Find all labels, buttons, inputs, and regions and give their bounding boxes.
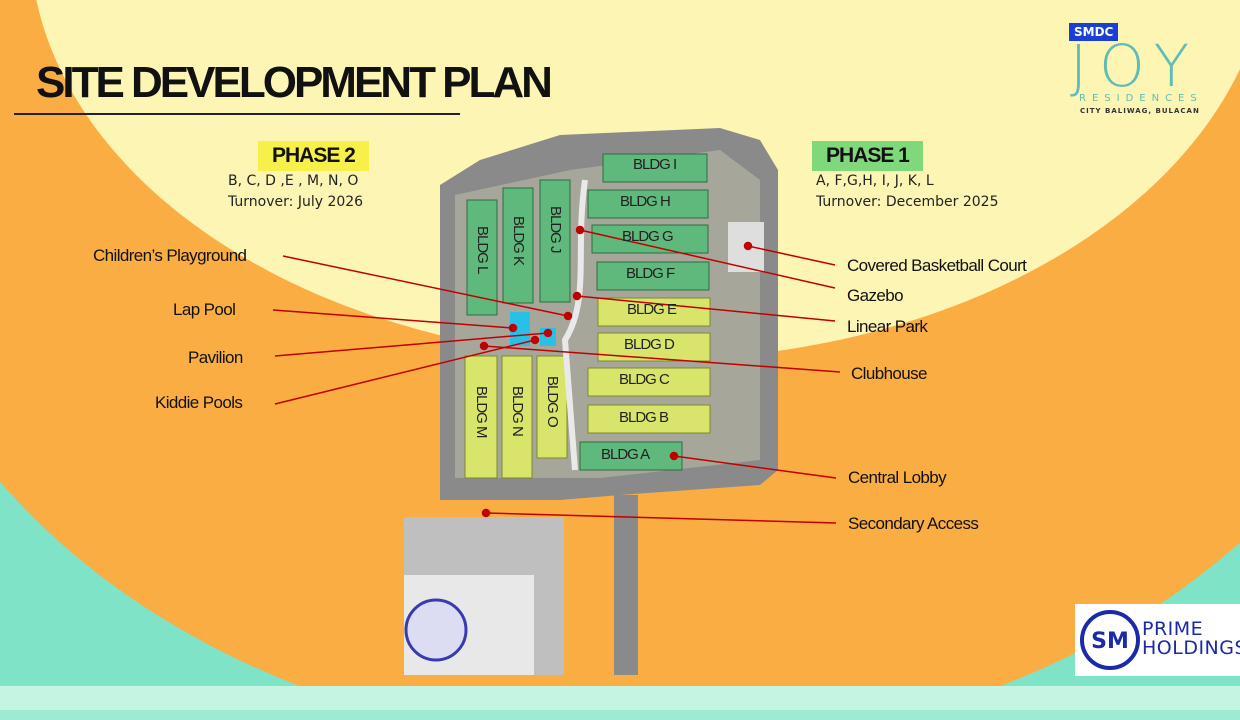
bldg-i-label: BLDG I <box>633 156 677 173</box>
title-underline <box>14 113 460 115</box>
bldg-c-label: BLDG C <box>619 371 670 388</box>
footer-band <box>0 710 1240 720</box>
bldg-h-label: BLDG H <box>620 193 671 210</box>
bldg-n-label: BLDG N <box>509 386 526 436</box>
residences-text: RESIDENCES <box>1079 93 1203 104</box>
sm-mall-logo <box>404 598 468 662</box>
callout-basketball-court: Covered Basketball Court <box>847 256 1027 275</box>
bldg-j-label: BLDG J <box>547 206 564 253</box>
phase2-badge: PHASE 2 <box>258 141 369 171</box>
sm-prime-mark-icon: SM <box>1080 610 1140 670</box>
phase2-buildings: B, C, D ,E , M, N, O <box>228 173 359 189</box>
bldg-e <box>597 297 711 327</box>
bldg-d-label: BLDG D <box>624 336 675 353</box>
phase2-turnover: Turnover: July 2026 <box>228 194 364 210</box>
bldg-a-label: BLDG A <box>601 446 650 463</box>
phase1-turnover: Turnover: December 2025 <box>816 194 999 210</box>
callout-linear-park: Linear Park <box>847 317 928 336</box>
bldg-o-label: BLDG O <box>544 376 561 427</box>
bldg-k <box>502 187 534 304</box>
bldg-b-label: BLDG B <box>619 409 669 426</box>
callout-central-lobby: Central Lobby <box>848 468 947 487</box>
bldg-g-label: BLDG G <box>622 228 674 245</box>
bldg-m-label: BLDG M <box>473 386 490 438</box>
bldg-k-label: BLDG K <box>510 216 527 266</box>
city-text: CITY BALIWAG, BULACAN <box>1080 107 1200 115</box>
leader-lines <box>272 225 841 524</box>
bldg-j <box>539 179 571 303</box>
callout-clubhouse: Clubhouse <box>851 364 927 383</box>
smdc-logo: SMDC <box>1069 23 1119 41</box>
phase1-badge: PHASE 1 <box>812 141 923 171</box>
bldg-g <box>591 224 709 254</box>
footer-band-light <box>0 686 1240 710</box>
page-title: SITE DEVELOPMENT PLAN <box>36 58 553 107</box>
bldg-i <box>602 153 708 183</box>
phase1-buildings: A, F,G,H, I, J, K, L <box>816 173 934 189</box>
bldg-m <box>464 355 498 479</box>
site-plan <box>404 128 778 675</box>
bldg-n <box>501 355 533 479</box>
bldg-o <box>536 355 568 459</box>
lap-pool <box>510 312 530 346</box>
callout-secondary-access: Secondary Access <box>848 514 979 533</box>
callout-childrens-playground: Children’s Playground <box>93 246 247 265</box>
bldg-e-label: BLDG E <box>627 301 677 318</box>
bldg-c <box>587 367 711 397</box>
callout-pavilion: Pavilion <box>188 348 243 367</box>
bldg-a <box>579 441 683 471</box>
bldg-f <box>596 261 710 291</box>
holdings-line: HOLDINGS <box>1142 637 1240 659</box>
joy-logo: JOY <box>1070 32 1202 100</box>
access-road <box>614 495 638 675</box>
bldg-h <box>587 189 709 219</box>
callout-gazebo: Gazebo <box>847 286 904 305</box>
callout-lap-pool: Lap Pool <box>173 300 236 319</box>
bldg-b <box>587 404 711 434</box>
bldg-f-label: BLDG F <box>626 265 675 282</box>
prime-holdings-text: PRIME HOLDINGS <box>1142 620 1240 658</box>
linear-park-path <box>561 179 588 471</box>
bldg-l-label: BLDG L <box>474 226 491 274</box>
svg-text:SM: SM <box>1091 629 1129 654</box>
prime-line: PRIME <box>1142 618 1204 640</box>
callout-kiddie-pools: Kiddie Pools <box>155 393 243 412</box>
sm-prime-logo: SM <box>1075 604 1240 676</box>
